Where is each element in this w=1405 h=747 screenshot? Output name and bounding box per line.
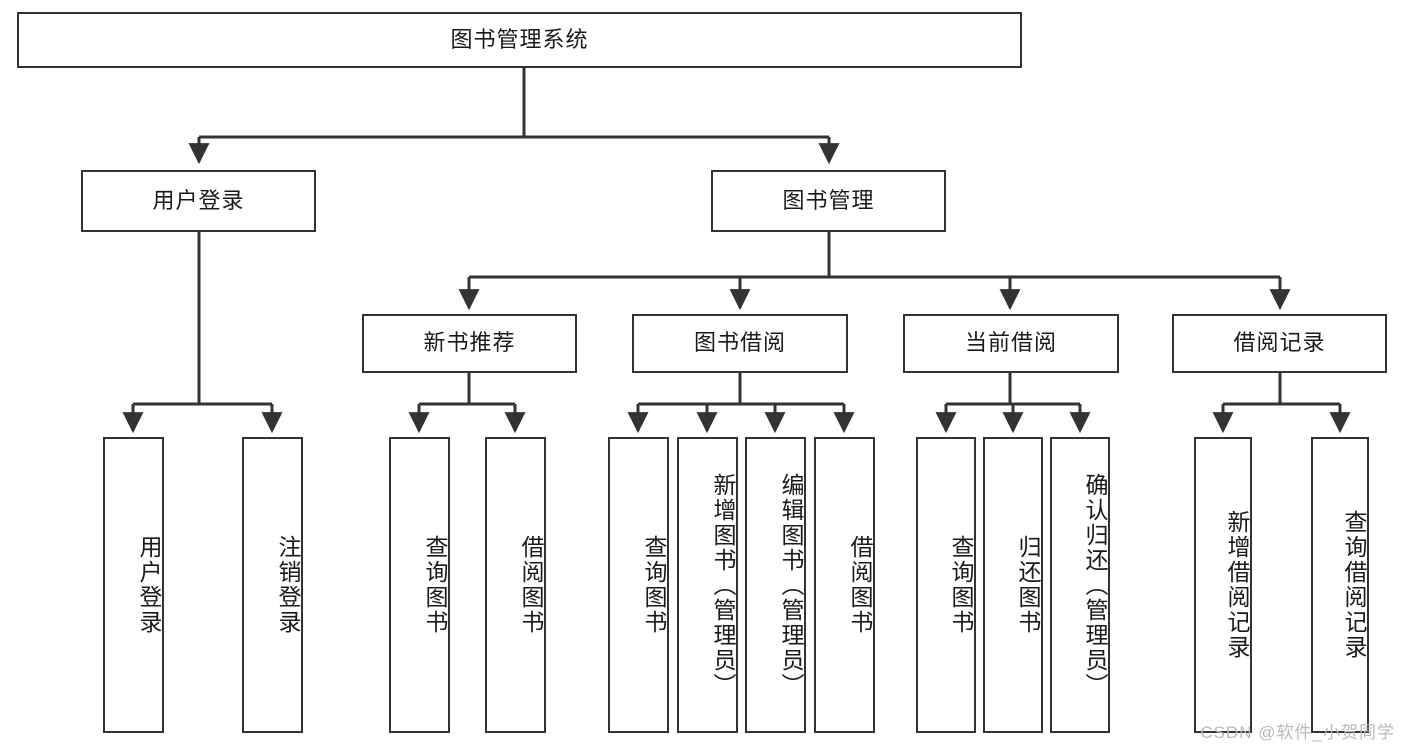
node-user-login[interactable]: 用户登录 <box>81 170 316 232</box>
node-root-book-management-system[interactable]: 图书管理系统 <box>17 12 1022 68</box>
node-book-borrow[interactable]: 图书借阅 <box>632 314 848 373</box>
node-label: 查询图书 <box>948 535 974 635</box>
node-leaf-edit-book[interactable]: 编辑图书（管理员） <box>745 437 806 733</box>
node-leaf-user-logout[interactable]: 注销登录 <box>242 437 303 733</box>
node-label: 借阅图书 <box>518 535 544 635</box>
node-label: 查询图书 <box>422 535 448 635</box>
node-label: 用户登录 <box>136 535 162 635</box>
node-leaf-add-borrow-record[interactable]: 新增借阅记录 <box>1194 437 1252 733</box>
node-label: 图书借阅 <box>693 330 786 356</box>
node-label: 查询借阅记录 <box>1341 510 1367 660</box>
node-label: 查询图书 <box>641 535 667 635</box>
node-label: 确认归还（管理员） <box>1082 472 1108 698</box>
node-label: 注销登录 <box>275 535 301 635</box>
node-label: 归还图书 <box>1015 535 1041 635</box>
node-leaf-return-book[interactable]: 归还图书 <box>983 437 1043 733</box>
node-leaf-query-borrow-record[interactable]: 查询借阅记录 <box>1311 437 1369 733</box>
node-leaf-query-book-current[interactable]: 查询图书 <box>916 437 976 733</box>
node-label: 图书管理系统 <box>450 26 589 52</box>
node-label: 新书推荐 <box>423 330 516 356</box>
node-label: 新增图书（管理员） <box>710 472 736 698</box>
node-label: 编辑图书（管理员） <box>778 472 804 698</box>
node-leaf-query-book-recommend[interactable]: 查询图书 <box>389 437 450 733</box>
node-borrow-record[interactable]: 借阅记录 <box>1172 314 1387 373</box>
node-book-management[interactable]: 图书管理 <box>711 170 946 232</box>
node-current-borrow[interactable]: 当前借阅 <box>903 314 1119 373</box>
node-leaf-user-login[interactable]: 用户登录 <box>103 437 164 733</box>
node-label: 图书管理 <box>782 187 875 213</box>
node-label: 借阅记录 <box>1233 330 1326 356</box>
node-leaf-confirm-return[interactable]: 确认归还（管理员） <box>1050 437 1110 733</box>
node-leaf-query-book-borrow[interactable]: 查询图书 <box>608 437 669 733</box>
node-label: 借阅图书 <box>847 535 873 635</box>
node-label: 当前借阅 <box>964 330 1057 356</box>
node-new-book-recommend[interactable]: 新书推荐 <box>362 314 577 373</box>
node-leaf-add-book[interactable]: 新增图书（管理员） <box>677 437 738 733</box>
node-leaf-borrow-book-recommend[interactable]: 借阅图书 <box>485 437 546 733</box>
node-label: 新增借阅记录 <box>1224 510 1250 660</box>
node-leaf-borrow-book[interactable]: 借阅图书 <box>814 437 875 733</box>
node-label: 用户登录 <box>152 187 245 213</box>
watermark-text: CSDN @软件_小贺同学 <box>1200 723 1395 742</box>
